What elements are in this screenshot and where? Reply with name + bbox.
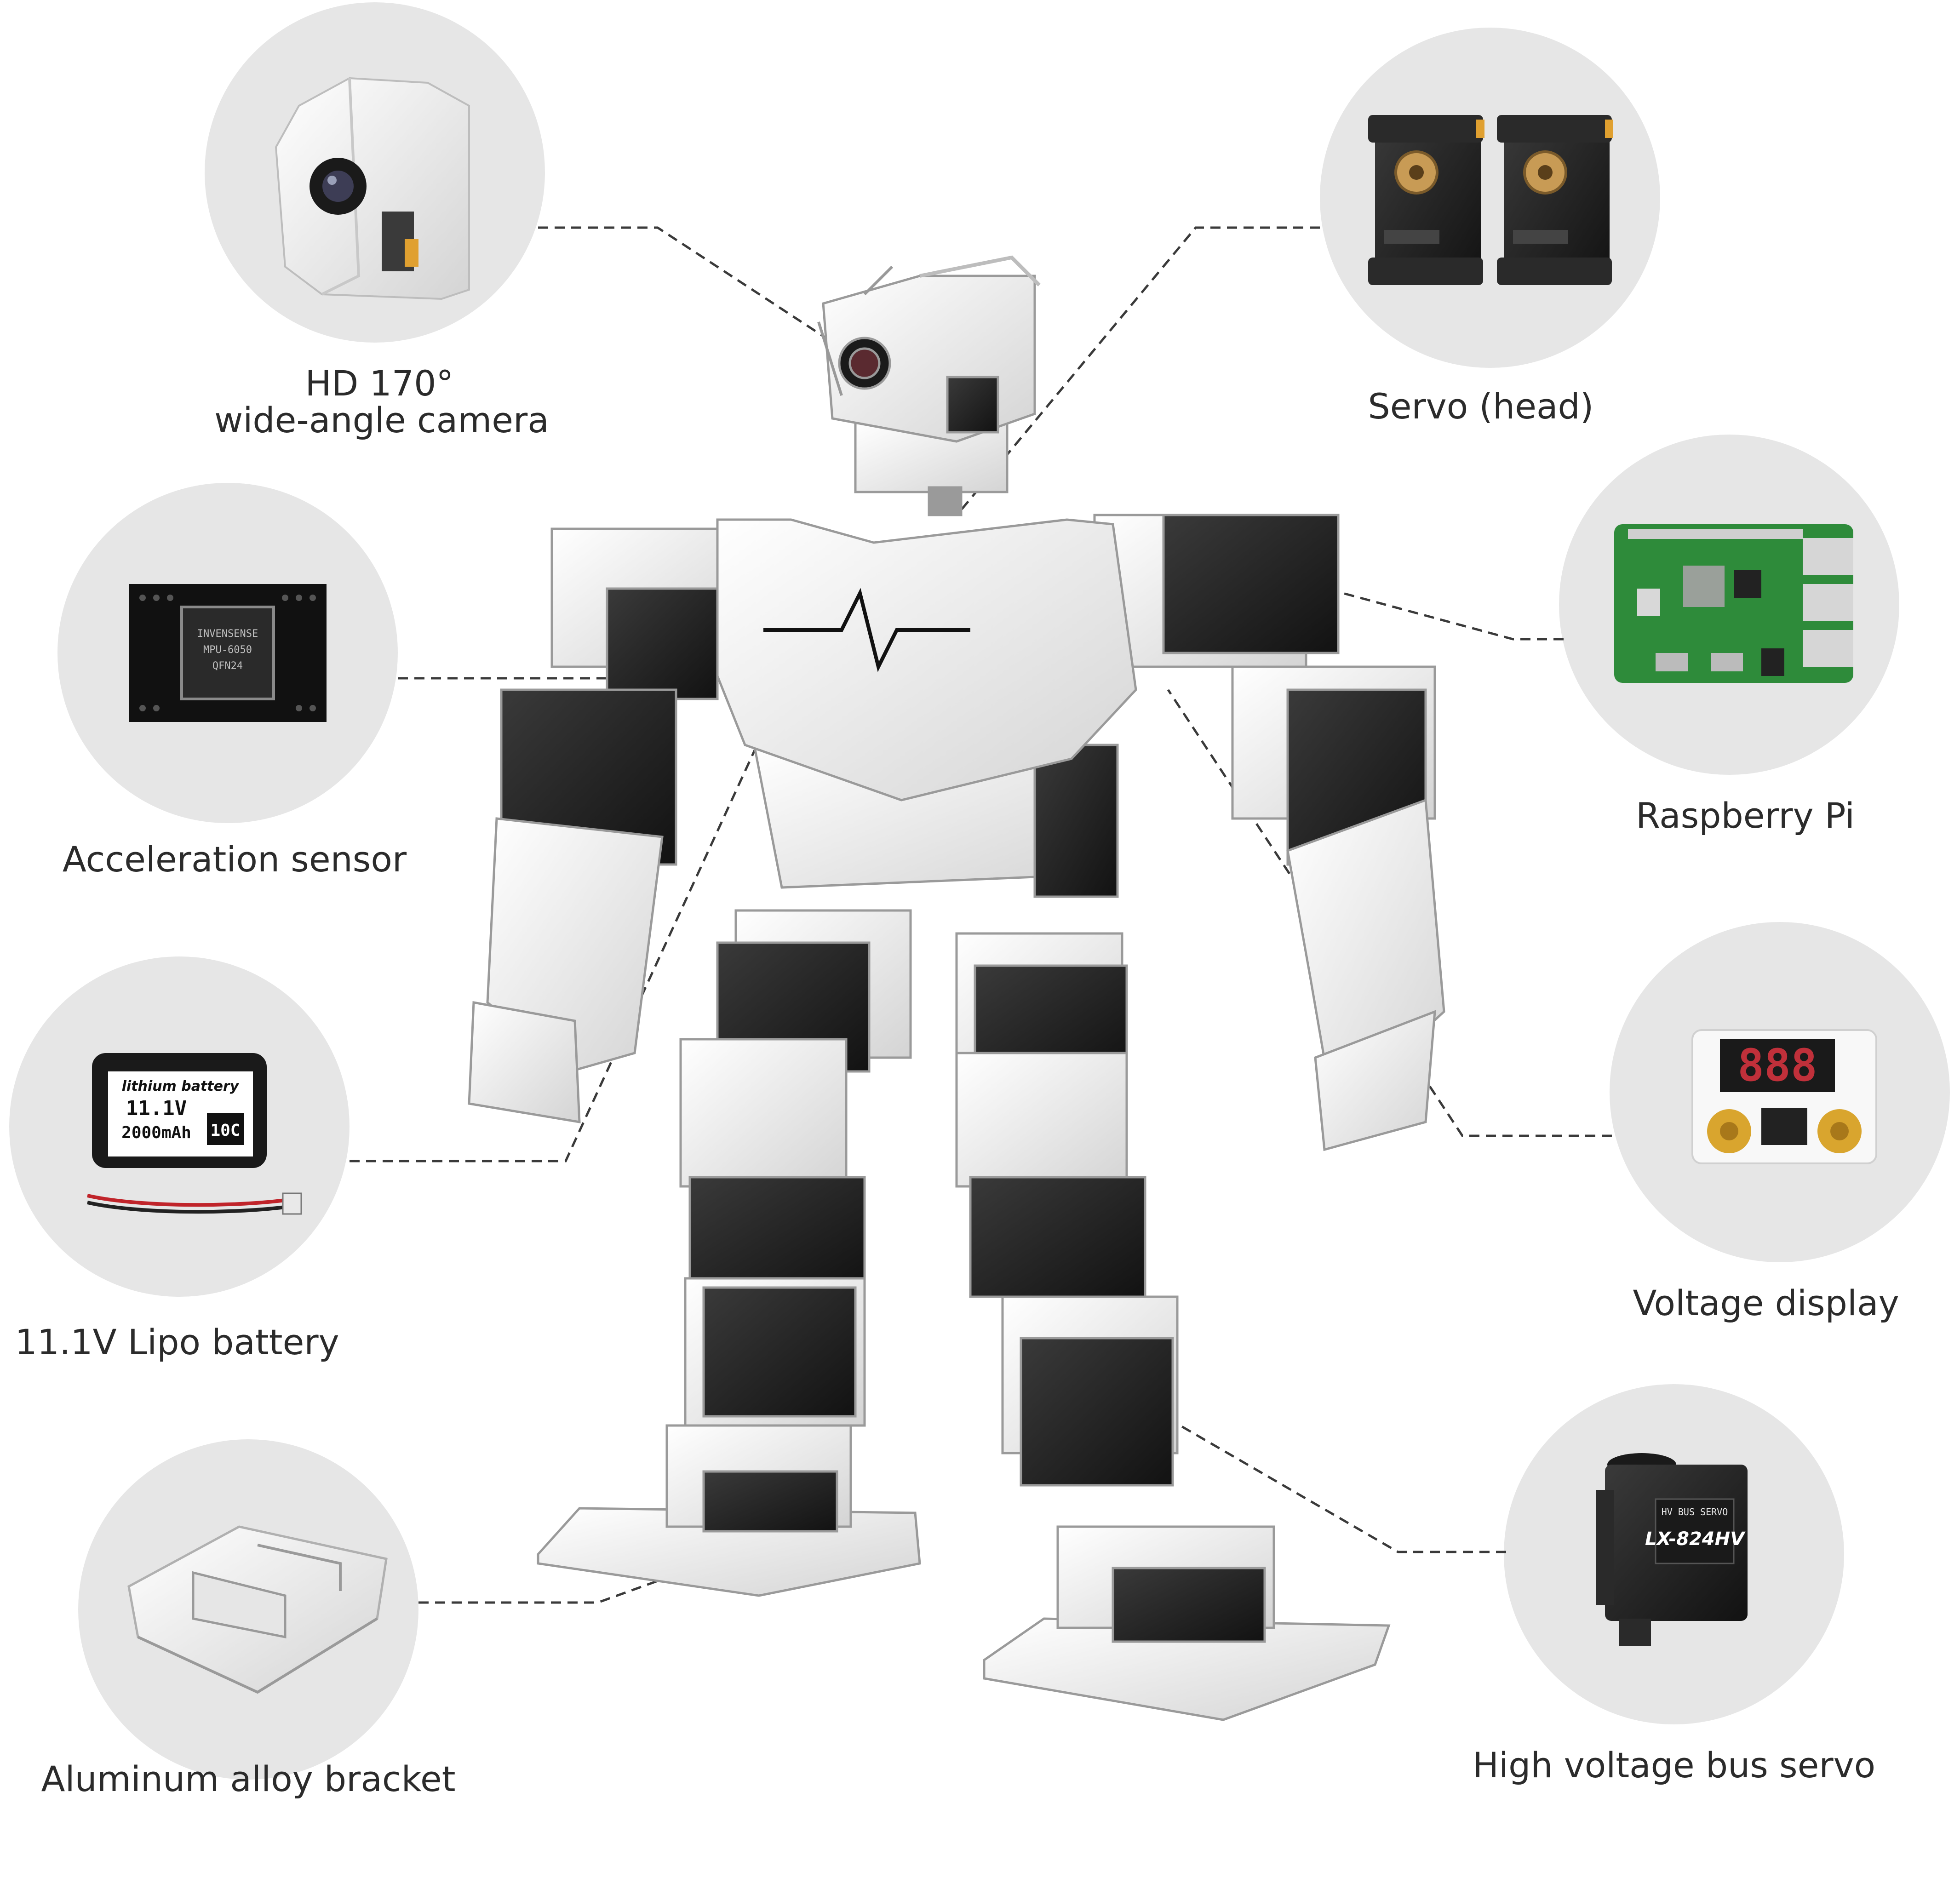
servo-head-leader: [958, 226, 1320, 514]
dual-servo-icon: [1368, 115, 1613, 285]
voltage-display-icon: 888: [1691, 1029, 1877, 1164]
chip-text-2: MPU-6050: [203, 644, 252, 656]
battery-text-3: 2000mAh: [121, 1123, 191, 1142]
bus-servo-label: High voltage bus servo: [1473, 1745, 1875, 1786]
battery-icon: lithium battery 11.1V 2000mAh 10C: [87, 1053, 302, 1215]
camera-label-line1: HD 170°: [305, 363, 454, 404]
bracket-leader: [418, 1571, 681, 1604]
bracket-label: Aluminum alloy bracket: [41, 1758, 455, 1799]
bus-servo-text-2: LX-824HV: [1645, 1529, 1746, 1550]
camera-icon: [275, 77, 470, 300]
camera-leader: [538, 226, 865, 365]
accel-label: Acceleration sensor: [63, 839, 407, 880]
servo-head-label: Servo (head): [1368, 386, 1594, 427]
bus-servo-leader: [1140, 1401, 1506, 1553]
component-labels: HD 170° wide-angle camera Servo (head) A…: [15, 363, 1899, 1799]
voltage-leader: [1167, 689, 1612, 1137]
battery-text-4: 10C: [210, 1121, 240, 1140]
rpi-label: Raspberry Pi: [1636, 795, 1855, 836]
battery-leader: [350, 700, 779, 1162]
chip-text-3: QFN24: [212, 660, 243, 672]
battery-label: 11.1V Lipo battery: [15, 1322, 339, 1363]
bracket-icon: [127, 1525, 388, 1694]
battery-text-1: lithium battery: [122, 1078, 240, 1094]
bus-servo-icon: HV BUS SERVO LX-824HV: [1596, 1453, 1748, 1646]
chip-text-1: INVENSENSE: [197, 628, 258, 640]
sensor-chip-icon: INVENSENSE MPU-6050 QFN24: [129, 584, 327, 722]
voltage-label: Voltage display: [1633, 1282, 1899, 1323]
raspberry-pi-board-icon: [1614, 524, 1853, 683]
voltage-digits: 888: [1737, 1040, 1817, 1091]
humanoid-robot-icon: [468, 255, 1445, 1721]
bus-servo-text-1: HV BUS SERVO: [1662, 1506, 1728, 1517]
battery-text-2: 11.1V: [126, 1097, 187, 1120]
camera-label-line2: wide-angle camera: [214, 400, 549, 441]
leader-lines: [350, 226, 1612, 1604]
